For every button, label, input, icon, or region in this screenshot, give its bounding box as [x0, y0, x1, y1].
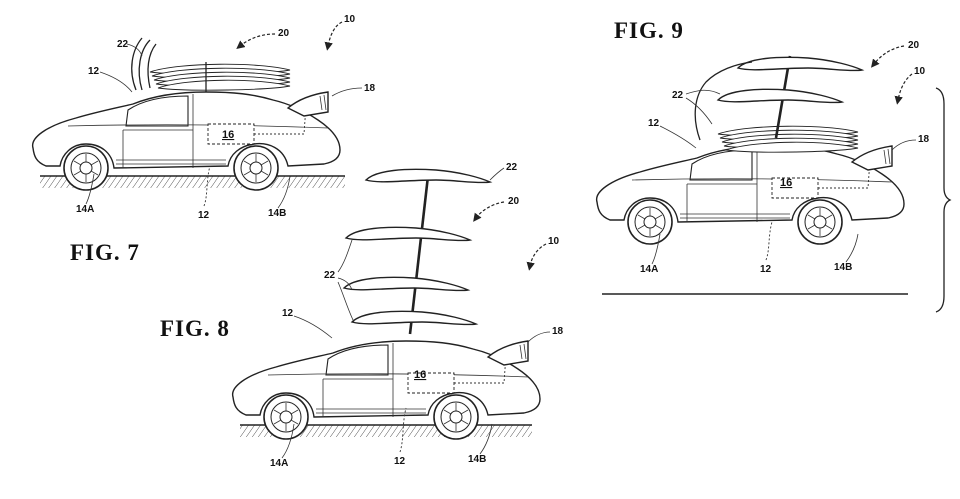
ref-wings-22: 22: [324, 270, 336, 281]
ref-body-12: 12: [282, 308, 294, 319]
figure-8: 22 20 10 22 12 18 16 14A 12 14B FIG. 8: [160, 162, 564, 469]
ref-body-12: 12: [88, 66, 100, 77]
ref-vehicle-10: 10: [914, 66, 926, 77]
figure-7: 22 20 10 12 18 16 14A 12 14B FIG. 7: [31, 14, 376, 265]
wing-mid: [717, 88, 843, 104]
wing-top: [737, 56, 863, 72]
ref-underbody-12: 12: [198, 210, 210, 221]
figure-7-title: FIG. 7: [70, 240, 140, 265]
ref-system-20: 20: [278, 28, 290, 39]
ref-box-16: 16: [414, 369, 426, 381]
ref-top-wing-22: 22: [506, 162, 518, 173]
ref-rear-wheel-14B: 14B: [834, 262, 852, 273]
vehicle-body: [595, 145, 905, 245]
ref-front-wheel-14A: 14A: [270, 458, 288, 469]
ref-box-16: 16: [780, 177, 792, 189]
ref-spoiler-18: 18: [552, 326, 564, 337]
figure-9-title: FIG. 9: [614, 18, 684, 43]
ref-spoiler-18: 18: [918, 134, 930, 145]
ref-front-wheel-14A: 14A: [640, 264, 658, 275]
ref-system-20: 20: [508, 196, 520, 207]
ref-wings-22: 22: [117, 39, 129, 50]
ref-vehicle-10: 10: [548, 236, 560, 247]
wing-4: [351, 310, 477, 326]
stowed-wings: [717, 125, 859, 153]
ref-vehicle-10: 10: [344, 14, 356, 25]
ref-body-12: 12: [648, 118, 660, 129]
ref-box-16: 16: [222, 129, 234, 141]
ref-rear-wheel-14B: 14B: [268, 208, 286, 219]
figure-9: 20 10 22 12 18 16 14A 12 14B FIG. 9: [595, 18, 952, 313]
wing-mast: [408, 175, 430, 335]
ref-wings-22: 22: [672, 90, 684, 101]
ref-underbody-12: 12: [760, 264, 772, 275]
wing-top: [365, 168, 491, 184]
ref-system-20: 20: [908, 40, 920, 51]
ref-spoiler-18: 18: [364, 83, 376, 94]
height-brace: [935, 87, 952, 313]
stowed-wings: [149, 63, 291, 91]
figure-8-title: FIG. 8: [160, 316, 230, 341]
wing-2: [345, 226, 471, 242]
ref-front-wheel-14A: 14A: [76, 204, 94, 215]
wing-3: [343, 276, 469, 292]
ref-rear-wheel-14B: 14B: [468, 454, 486, 465]
ref-underbody-12: 12: [394, 456, 406, 467]
